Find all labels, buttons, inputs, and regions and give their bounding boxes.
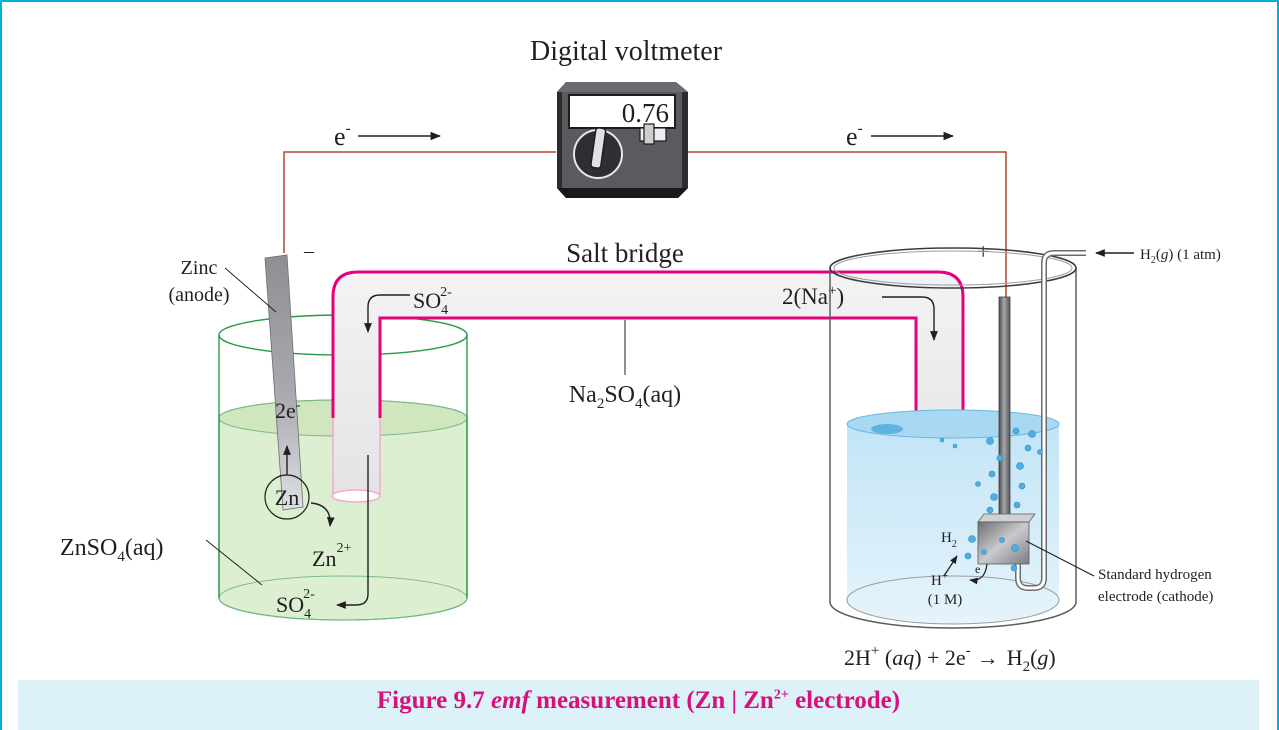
hydrogen-gas-label: H2(g) (1 atm) xyxy=(1095,247,1221,266)
electron-flow-right: e- xyxy=(846,120,955,151)
svg-text:e-: e- xyxy=(334,120,351,151)
cathode-reaction: H2 e H+ (1 M) xyxy=(928,530,988,608)
caption-prefix: Figure 9.7 xyxy=(376,687,492,714)
voltmeter-switch xyxy=(639,123,667,145)
zinc-label-line2: (anode) xyxy=(168,284,229,306)
negative-terminal-sign: – xyxy=(303,240,315,262)
svg-text:2e-: 2e- xyxy=(275,398,301,423)
caption-bar: Figure 9.7 emf measurement (Zn | Zn2+ el… xyxy=(18,680,1259,730)
caption-middle: measurement (Zn | Zn xyxy=(529,687,774,714)
voltmeter-dial xyxy=(573,127,623,179)
svg-text:Standard hydrogen: Standard hydrogen xyxy=(1098,567,1212,583)
svg-text:e-: e- xyxy=(846,120,863,151)
svg-text:2(Na+): 2(Na+) xyxy=(782,283,844,309)
zinc-electrode xyxy=(264,254,304,511)
hydrogen-bubbles xyxy=(939,427,1043,572)
svg-text:SO42-: SO42- xyxy=(276,587,315,622)
cathode-half-reaction: 2H+ (aq) + 2e-→H2(g) xyxy=(844,643,1056,675)
electron-mini-label: e xyxy=(975,562,980,576)
bridge-solution-label: Na2SO4(aq) xyxy=(569,382,681,412)
anode-reaction: 2e- Zn Zn2+ SO42- xyxy=(264,398,369,622)
digital-voltmeter: Digital voltmeter 0.76 xyxy=(530,36,723,198)
svg-text:electrode (cathode): electrode (cathode) xyxy=(1098,589,1213,605)
she-label: Standard hydrogen electrode (cathode) xyxy=(1025,540,1213,605)
znso4-label: ZnSO4(aq) xyxy=(60,535,163,565)
salt-bridge-title: Salt bridge xyxy=(566,238,684,268)
voltmeter-display xyxy=(568,94,676,129)
zinc-label-line1: Zinc xyxy=(181,257,218,279)
voltmeter-title: Digital voltmeter xyxy=(530,36,723,67)
caption-emf: emf xyxy=(491,687,530,714)
electron-flow-left: e- xyxy=(334,120,442,151)
voltmeter-reading: 0.76 xyxy=(622,98,669,128)
svg-text:Zn2+: Zn2+ xyxy=(312,541,351,571)
caption-sup: 2+ xyxy=(773,687,789,703)
platinum-electrode xyxy=(977,296,1036,565)
acid-concentration: (1 M) xyxy=(928,592,963,608)
svg-text:H2: H2 xyxy=(941,530,957,550)
sodium-migration: 2(Na+) xyxy=(782,283,938,341)
svg-text:H+: H+ xyxy=(931,570,948,589)
svg-text:SO42-: SO42- xyxy=(413,285,452,318)
zinc-metal-label: Zn xyxy=(275,485,299,510)
hydrogen-inlet-tube xyxy=(1015,250,1086,591)
sulfate-migration: SO42- xyxy=(364,285,452,333)
figure-caption: Figure 9.7 emf measurement (Zn | Zn2+ el… xyxy=(18,687,1259,715)
caption-suffix: electrode) xyxy=(788,687,901,714)
svg-text:H2(g) (1 atm): H2(g) (1 atm) xyxy=(1140,247,1221,266)
